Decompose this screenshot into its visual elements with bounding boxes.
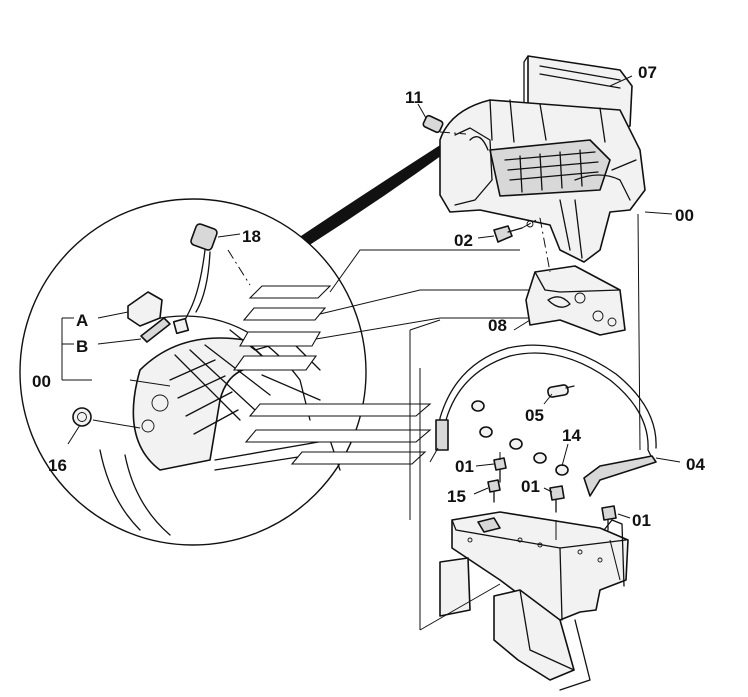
callout-b: B <box>76 337 88 356</box>
connector-18 <box>190 223 218 251</box>
assembly-lines <box>409 213 641 631</box>
detail-pointer-wedge <box>298 140 452 246</box>
callout-18: 18 <box>242 227 261 246</box>
callout-07: 07 <box>638 63 657 82</box>
callout-01-right: 01 <box>632 511 651 530</box>
base-frame <box>439 511 629 691</box>
grommet-16 <box>72 407 92 427</box>
fastener-05 <box>543 384 575 405</box>
callout-00-detail: 00 <box>32 372 51 391</box>
callout-01-middle: 01 <box>521 477 540 496</box>
detail-view <box>19 198 367 546</box>
part-11 <box>417 103 467 135</box>
callout-16: 16 <box>48 456 67 475</box>
callout-01-left: 01 <box>455 457 474 476</box>
bolts-01-15 <box>473 457 631 531</box>
callout-a: A <box>76 311 88 330</box>
pipe-frame-04 <box>435 344 681 497</box>
assembly-arrows <box>232 249 532 465</box>
callout-02: 02 <box>454 231 473 250</box>
clamps-14 <box>471 400 569 476</box>
bracket-08 <box>513 265 626 336</box>
callout-15: 15 <box>447 487 466 506</box>
callout-05: 05 <box>525 406 544 425</box>
bolt-02 <box>477 217 541 243</box>
callout-00-housing: 00 <box>675 206 694 225</box>
console-housing-00 <box>439 99 673 263</box>
callout-11: 11 <box>405 88 423 107</box>
piece-b <box>140 317 171 343</box>
callout-08: 08 <box>488 316 507 335</box>
bracket-a <box>127 291 163 327</box>
callout-04: 04 <box>686 455 705 474</box>
callout-14: 14 <box>562 426 581 445</box>
